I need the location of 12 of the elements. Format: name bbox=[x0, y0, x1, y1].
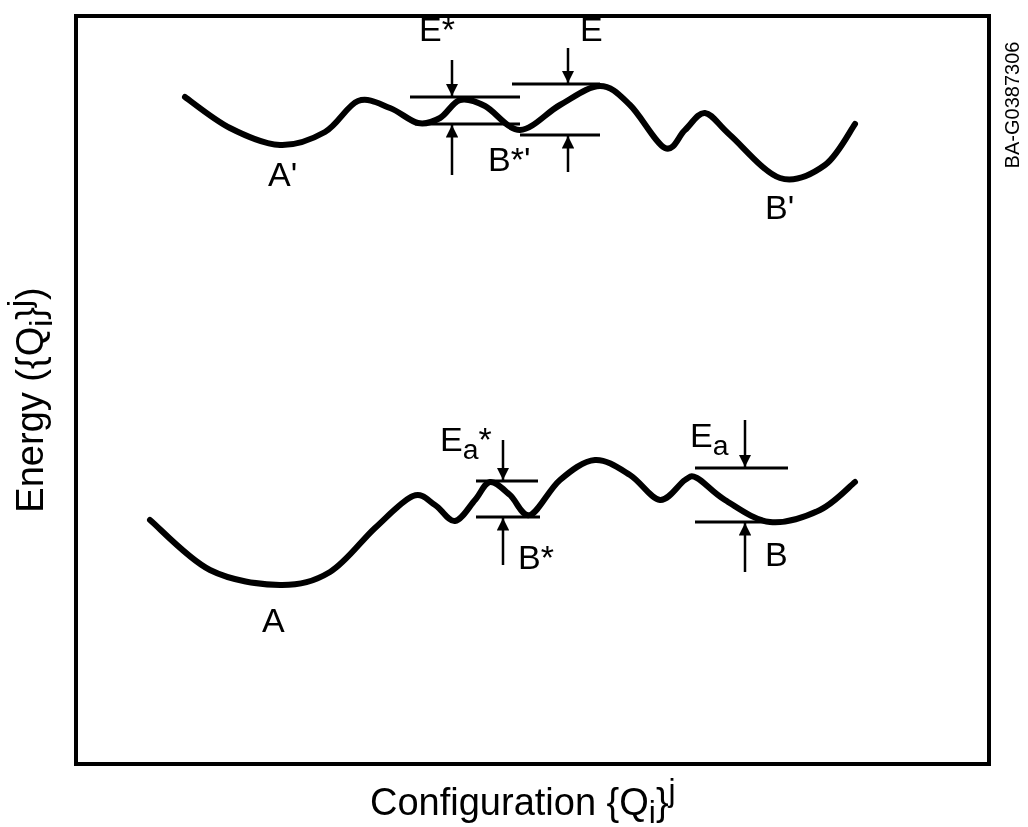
state-label: B* bbox=[518, 540, 554, 574]
axis-title: Configuration {Q$_{i}$}$^{j}$ bbox=[370, 775, 676, 827]
figure-id: BA-G0387306 bbox=[1001, 41, 1022, 169]
state-label: A bbox=[262, 603, 285, 637]
state-label: A' bbox=[268, 157, 298, 191]
state-label: B bbox=[765, 537, 788, 571]
energy-label: E$_{a}$ bbox=[690, 418, 729, 460]
state-label: B*' bbox=[488, 142, 531, 176]
energy-label: E bbox=[580, 12, 603, 46]
energy-label: E$_{a}$* bbox=[440, 422, 492, 464]
energy-label: E* bbox=[419, 12, 455, 46]
state-label: B' bbox=[765, 190, 795, 224]
